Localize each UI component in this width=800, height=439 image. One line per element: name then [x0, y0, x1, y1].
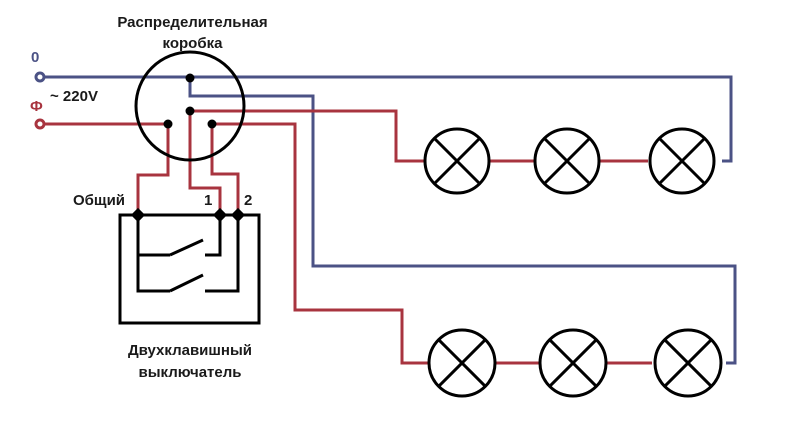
junction-box [134, 50, 246, 162]
junction-node-phase-switch2 [207, 119, 217, 129]
junction-node-neutral [185, 73, 195, 83]
phase-switch2-wire [210, 124, 240, 214]
lamp-top-1 [423, 127, 491, 195]
switch-terminal-2-label: 2 [244, 192, 253, 209]
lamp-bottom-3 [653, 328, 723, 398]
phase-terminal [34, 118, 46, 130]
neutral-input-wire [44, 75, 733, 163]
lamp-bottom-1 [427, 328, 497, 398]
junction-node-phase-input [163, 119, 173, 129]
lamp-top-2 [533, 127, 601, 195]
neutral-label: 0 [31, 49, 40, 66]
switch-terminal-1-label: 1 [204, 192, 213, 209]
lamp-top-3 [648, 127, 716, 195]
neutral-terminal [34, 71, 46, 83]
phase-lamp-bottom-wire [212, 122, 430, 365]
neutral-bottom-wire [188, 77, 737, 365]
junction-node-phase-lamp [185, 106, 195, 116]
switch-caption-line1: Двухклавишный [128, 342, 252, 359]
phase-label: Ф [30, 98, 43, 115]
switch-caption-line2: выключатель [138, 364, 242, 381]
switch-terminal-1-node [212, 207, 228, 223]
junction-box-title-line2: коробка [162, 35, 223, 52]
lamp-bottom-2 [538, 328, 608, 398]
junction-box-title-line1: Распределительная [117, 14, 268, 31]
phase-lamp-top-wire [190, 109, 426, 163]
switch-common-label: Общий [73, 192, 126, 209]
phase-input-wire [44, 122, 170, 214]
switch-common-node [130, 207, 146, 223]
double-switch [118, 213, 261, 325]
switch-terminal-2-node [230, 207, 246, 223]
phase-switch1-wire [188, 111, 222, 214]
voltage-label: ~ 220V [50, 88, 98, 105]
